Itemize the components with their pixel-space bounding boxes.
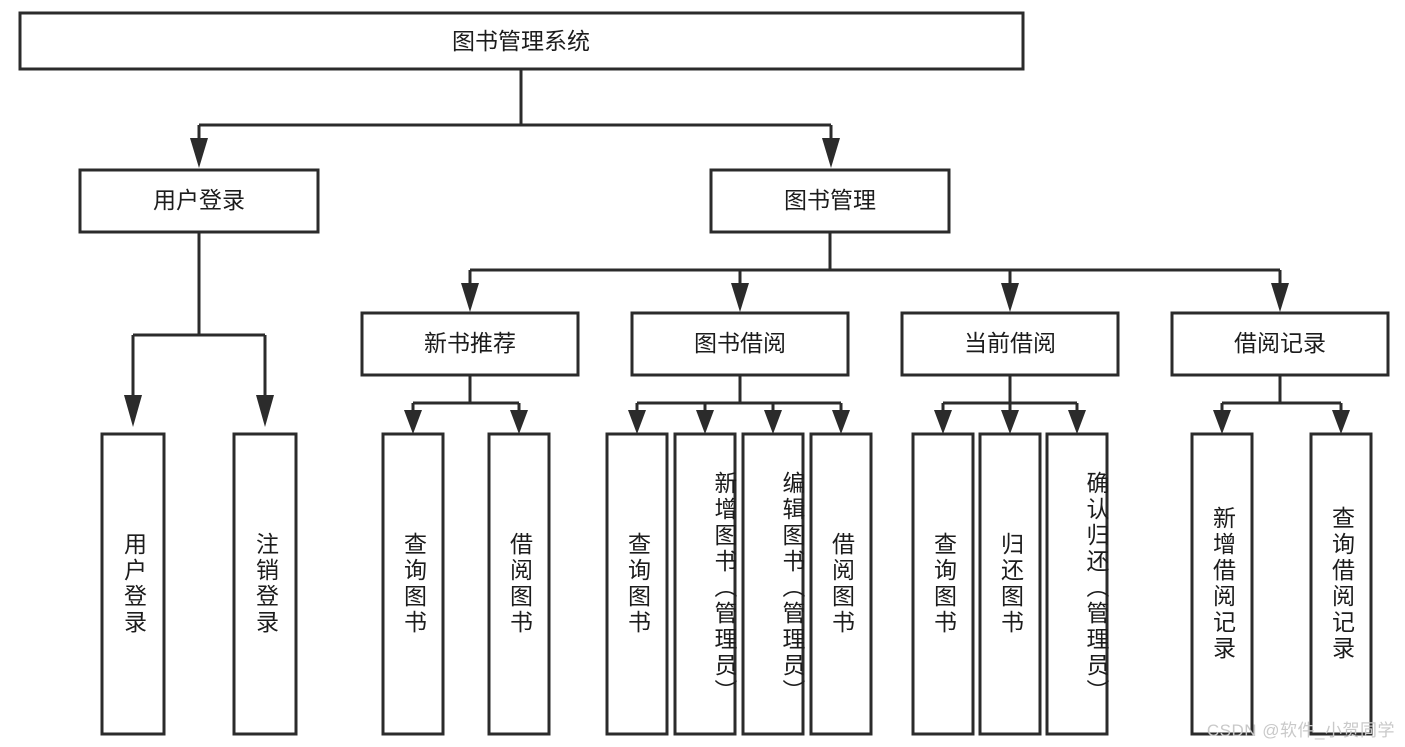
node-leaf-edit-book[interactable] <box>741 432 805 736</box>
node-borrow-record-label: 借阅记录 <box>1234 330 1326 356</box>
node-current-borrow[interactable]: 当前借阅 <box>900 311 1120 377</box>
connector-newbook-to-leaves <box>404 375 528 434</box>
node-book-manage[interactable]: 图书管理 <box>709 168 951 234</box>
connector-bookborrow-to-leaves <box>628 375 850 434</box>
connector-currentborrow-to-leaves <box>934 375 1086 434</box>
node-leaf-add-book[interactable] <box>673 432 737 736</box>
connector-root-to-level2 <box>190 70 840 168</box>
node-leaf-borrow-book-2[interactable] <box>809 432 873 736</box>
node-leaf-query-book-3[interactable] <box>911 432 975 736</box>
node-leaf-query-record[interactable] <box>1309 432 1373 736</box>
node-user-login[interactable]: 用户登录 <box>78 168 320 234</box>
node-user-login-label: 用户登录 <box>153 187 245 213</box>
node-book-borrow[interactable]: 图书借阅 <box>630 311 850 377</box>
node-leaf-query-book-1[interactable] <box>381 432 445 736</box>
csdn-watermark: CSDN @软件_小贺同学 <box>1206 721 1395 740</box>
node-leaf-add-record[interactable] <box>1190 432 1254 736</box>
connector-borrowrecord-to-leaves <box>1213 375 1350 434</box>
node-borrow-record[interactable]: 借阅记录 <box>1170 311 1390 377</box>
node-book-manage-label: 图书管理 <box>784 187 876 213</box>
node-leaf-return-book[interactable] <box>978 432 1042 736</box>
node-leaf-user-login[interactable] <box>100 432 166 736</box>
node-leaf-confirm-return[interactable] <box>1045 432 1109 736</box>
node-leaf-query-book-2[interactable] <box>605 432 669 736</box>
node-root[interactable]: 图书管理系统 <box>18 11 1025 71</box>
node-leaf-logout[interactable] <box>232 432 298 736</box>
node-leaf-borrow-book-1[interactable] <box>487 432 551 736</box>
node-book-borrow-label: 图书借阅 <box>694 330 786 356</box>
node-new-book-rec[interactable]: 新书推荐 <box>360 311 580 377</box>
node-root-label: 图书管理系统 <box>452 28 590 54</box>
node-current-borrow-label: 当前借阅 <box>964 330 1056 356</box>
connector-userlogin-to-leaves <box>124 232 274 427</box>
connector-bookmanage-to-level3 <box>461 232 1289 312</box>
node-new-book-rec-label: 新书推荐 <box>424 330 516 356</box>
